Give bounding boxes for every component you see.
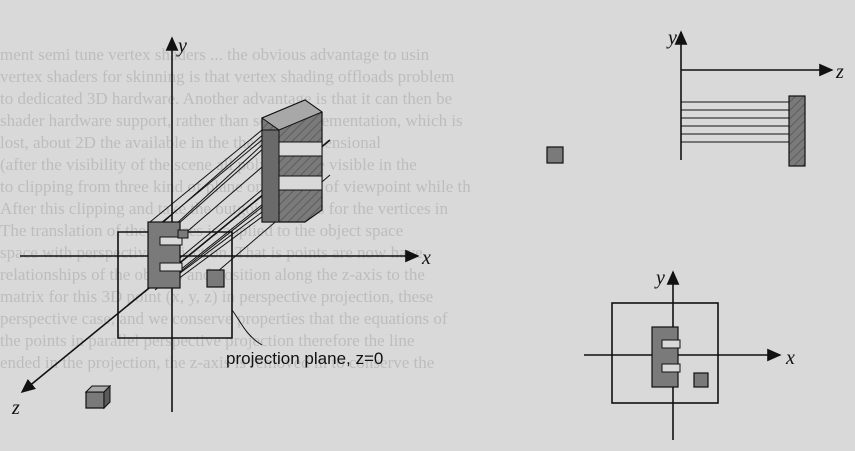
br-cube-projection xyxy=(693,372,709,388)
bottom-right-front-view: y x xyxy=(584,267,795,440)
left-projection-view: y x z projection plane, z=0 xyxy=(11,35,431,419)
z-axis-label: z xyxy=(11,397,20,419)
br-projection-plane xyxy=(611,302,719,404)
tr-z-axis-label: z xyxy=(835,61,844,83)
tr-projector-lines xyxy=(681,101,790,143)
projection-plane-caption: projection plane, z=0 xyxy=(226,349,383,368)
top-right-side-view: y z xyxy=(546,27,844,167)
projection-plane xyxy=(117,231,233,339)
e-projection-on-plane xyxy=(147,221,189,289)
small-cube-3d xyxy=(84,384,112,410)
br-x-axis-label: x xyxy=(785,347,795,369)
e-object-3d xyxy=(260,99,324,223)
tr-y-axis-label: y xyxy=(666,27,677,49)
small-cube-projection xyxy=(206,269,225,288)
caption-leader xyxy=(231,309,263,346)
tr-cube-edge xyxy=(546,146,564,164)
x-axis-label: x xyxy=(421,247,431,269)
tr-e-object-edge xyxy=(788,95,806,167)
br-y-axis-label: y xyxy=(654,267,665,289)
y-axis-label: y xyxy=(176,35,187,57)
br-e-projection xyxy=(651,326,681,388)
